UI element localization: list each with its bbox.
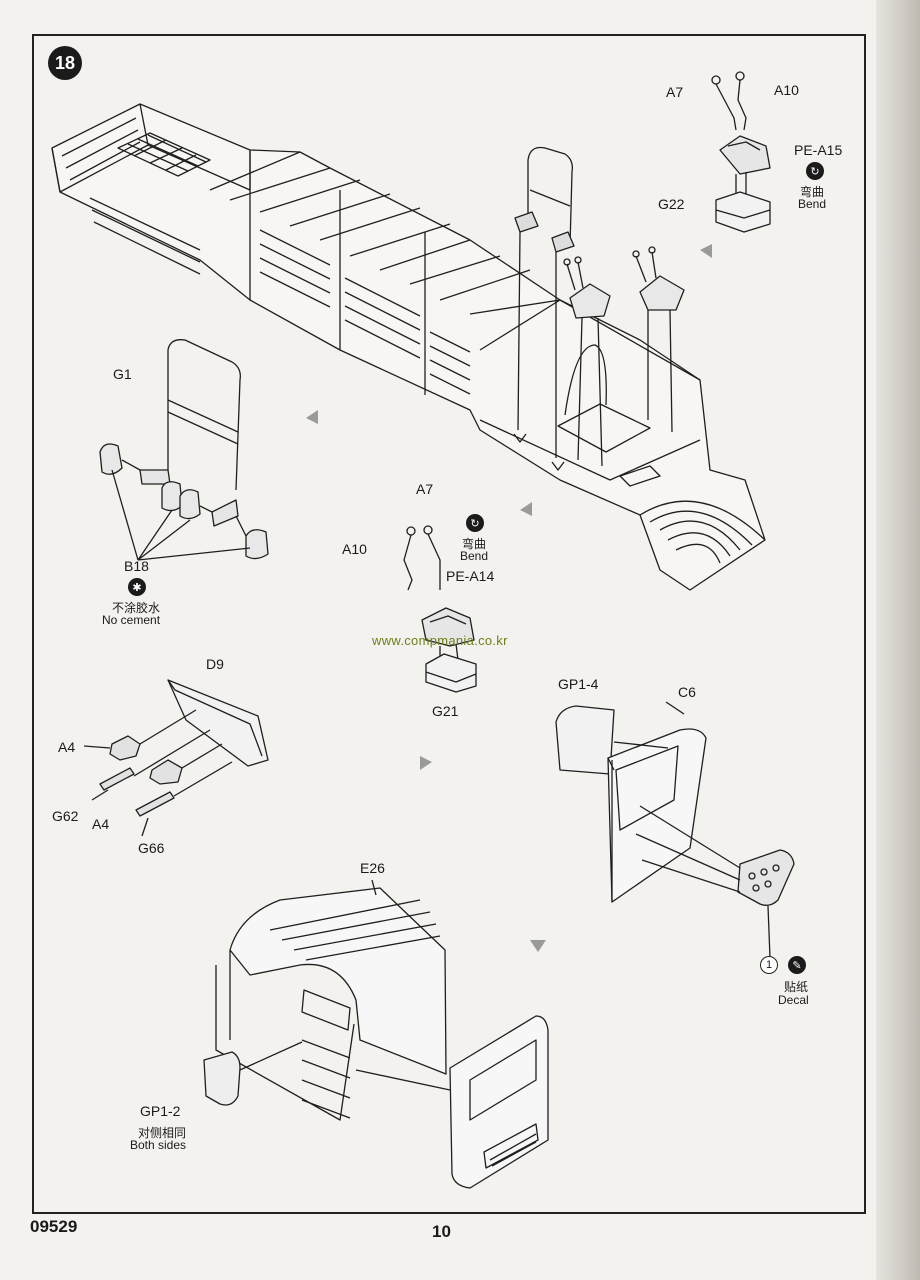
label-a4-bottom: A4: [92, 816, 110, 832]
watermark-url: www.compmania.co.kr: [372, 633, 508, 648]
step-number: 18: [54, 52, 76, 73]
label-gp1-2: GP1-2: [140, 1103, 181, 1119]
e26-cab-group: [203, 879, 549, 1189]
label-a10-top: A10: [774, 82, 799, 98]
bend-icon: ↻: [806, 162, 824, 180]
label-g21: G21: [432, 703, 459, 719]
decal-number: 1: [760, 956, 778, 974]
lever-assembly-middle: [403, 525, 477, 693]
label-d9: D9: [206, 656, 224, 672]
label-a7-mid: A7: [416, 481, 434, 497]
bend-icon: ↻: [466, 514, 484, 532]
levers-installed: [563, 246, 685, 467]
lever-assembly-top: [711, 71, 771, 233]
label-e26: E26: [360, 860, 385, 876]
d9-panel-group: [83, 679, 269, 837]
label-pe-a15: PE-A15: [794, 142, 843, 158]
product-code: 09529: [30, 1217, 78, 1236]
label-g66: G66: [138, 840, 165, 856]
both-sides-cn: 对侧相同: [138, 1126, 187, 1140]
label-a4-left: A4: [58, 739, 76, 755]
label-g22: G22: [658, 196, 685, 212]
step-badge: 18: [48, 46, 82, 80]
c6-panel-group: [555, 701, 795, 959]
bend-en-mid: Bend: [460, 549, 489, 563]
decal-en: Decal: [778, 993, 809, 1007]
handrail-exploded: [99, 339, 269, 561]
no-cement-icon: ✱: [128, 578, 146, 596]
both-sides-en: Both sides: [130, 1138, 187, 1152]
flow-arrow-icon: [306, 244, 712, 952]
label-pe-a14: PE-A14: [446, 568, 495, 584]
label-g1: G1: [113, 366, 132, 382]
label-g62: G62: [52, 808, 79, 824]
label-b18: B18: [124, 558, 149, 574]
decal-cn: 贴纸: [784, 980, 809, 994]
handrail-installed: [513, 146, 575, 471]
page-number: 10: [432, 1222, 451, 1241]
label-a10-mid: A10: [342, 541, 367, 557]
no-cement-cn: 不涂胶水: [112, 601, 161, 615]
bend-en-top: Bend: [798, 197, 827, 211]
bend-cn-top: 弯曲: [800, 185, 825, 199]
decal-icon: ✎: [788, 956, 806, 974]
label-gp1-4: GP1-4: [558, 676, 599, 692]
label-c6: C6: [678, 684, 696, 700]
no-cement-en: No cement: [102, 613, 161, 627]
page-edge: [876, 0, 920, 1280]
label-a7-top: A7: [666, 84, 684, 100]
chassis-frame: [51, 103, 766, 591]
bend-cn-mid: 弯曲: [462, 537, 487, 551]
